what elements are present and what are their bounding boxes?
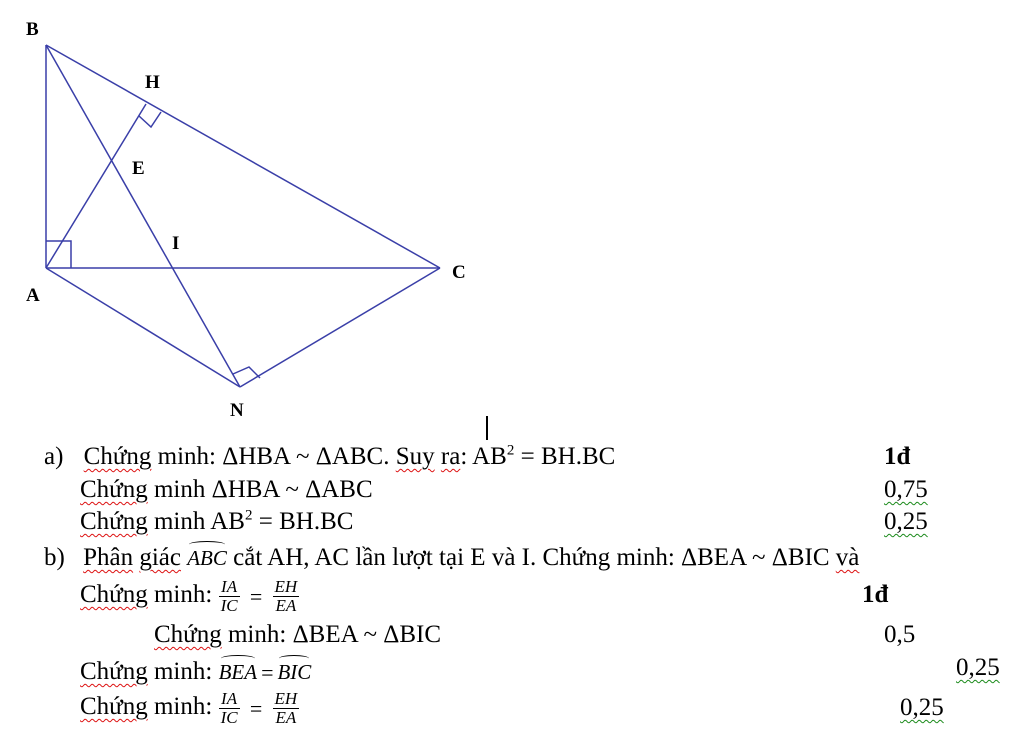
part-a-score: 1đ: [884, 443, 911, 470]
text-cursor: [486, 416, 488, 440]
word-chung: Chứng: [80, 476, 148, 503]
word-chung: Chứng: [80, 693, 148, 721]
a1-line: Chứng minh ΔHBA ~ ΔABC: [80, 475, 373, 505]
word-ra: ra: [440, 443, 461, 470]
label-i: I: [172, 233, 179, 254]
part-b-marker: b): [44, 544, 65, 571]
word-chung: Chứng: [80, 581, 148, 609]
b3-text: minh:: [147, 658, 219, 685]
segment-bc: [45, 44, 441, 269]
part-a-line: a) Chứng minh: ΔHBA ~ ΔABC. Suy ra: AB2 …: [44, 442, 615, 472]
part-a-text4: = BH.BC: [514, 443, 616, 470]
right-angle-a: [46, 240, 72, 268]
label-a: A: [26, 285, 40, 306]
b2-score: 0,5: [884, 621, 916, 648]
word-chung: Chứng: [80, 658, 148, 685]
a2-text2: = BH.BC: [252, 508, 354, 535]
part-b-line: b) Phân giác ABC cắt AH, AC lần lượt tại…: [44, 539, 859, 573]
word-chung: Chứng: [80, 508, 148, 535]
b1-score: 1đ: [862, 581, 889, 608]
right-angle-n: [232, 366, 261, 379]
a2-sup: 2: [244, 507, 253, 524]
segment-nc: [239, 267, 441, 388]
word-suy: Suy: [395, 443, 435, 470]
label-b: B: [26, 19, 39, 40]
equals-sign: =: [261, 660, 274, 686]
angle-bic: BIC: [277, 653, 311, 687]
segment-an: [45, 267, 241, 388]
word-chung: Chứng: [83, 443, 152, 470]
part-a-text1: minh: ΔHBA ~ ΔABC.: [151, 443, 396, 470]
angle-abc: ABC: [187, 539, 227, 573]
a2-text1: minh AB: [147, 508, 245, 535]
frac-num: IA: [218, 690, 240, 709]
part-a-marker: a): [44, 443, 64, 470]
equals-sign: =: [249, 695, 263, 721]
a2-line: Chứng minh AB2 = BH.BC: [80, 507, 353, 537]
a1-score: 0,75: [884, 476, 928, 503]
part-a-text3: : AB: [460, 443, 507, 470]
label-n: N: [230, 400, 244, 421]
equals-sign: =: [249, 583, 263, 609]
frac-num: EH: [272, 577, 300, 597]
frac-den: IC: [220, 596, 238, 615]
frac-den: IC: [220, 708, 238, 727]
word-va: và: [835, 544, 860, 571]
label-e: E: [132, 158, 145, 179]
angle-bea: BEA: [219, 653, 257, 687]
a1-text: minh ΔHBA ~ ΔABC: [147, 476, 373, 503]
segment-bn: [45, 44, 241, 388]
part-b-text: cắt AH, AC lần lượt tại E và I. Chứng mi…: [226, 544, 836, 571]
segment-ah: [45, 103, 147, 269]
word-giac: giác: [139, 544, 181, 571]
b2-text: minh: ΔBEA ~ ΔBIC: [221, 621, 442, 648]
b3-score: 0,25: [956, 654, 1000, 681]
a2-score: 0,25: [884, 508, 928, 535]
frac-num: EH: [272, 689, 300, 709]
b4-score: 0,25: [900, 694, 944, 721]
b2-line: Chứng minh: ΔBEA ~ ΔBIC: [154, 620, 441, 650]
part-a-sup: 2: [506, 442, 515, 459]
right-angle-h: [138, 111, 162, 129]
frac-den: EA: [275, 708, 297, 727]
b3-line: Chứng minh: BEA=BIC: [80, 653, 311, 688]
frac-num: IA: [218, 578, 240, 597]
label-h: H: [145, 72, 160, 93]
word-phan: Phân: [83, 544, 134, 571]
frac-den: EA: [275, 596, 297, 615]
word-chung: Chứng: [154, 621, 222, 648]
label-c: C: [452, 262, 466, 283]
b1-text: minh:: [147, 581, 219, 609]
triangle-figure: B H E I A C N: [26, 19, 466, 421]
b4-text: minh:: [147, 693, 219, 721]
